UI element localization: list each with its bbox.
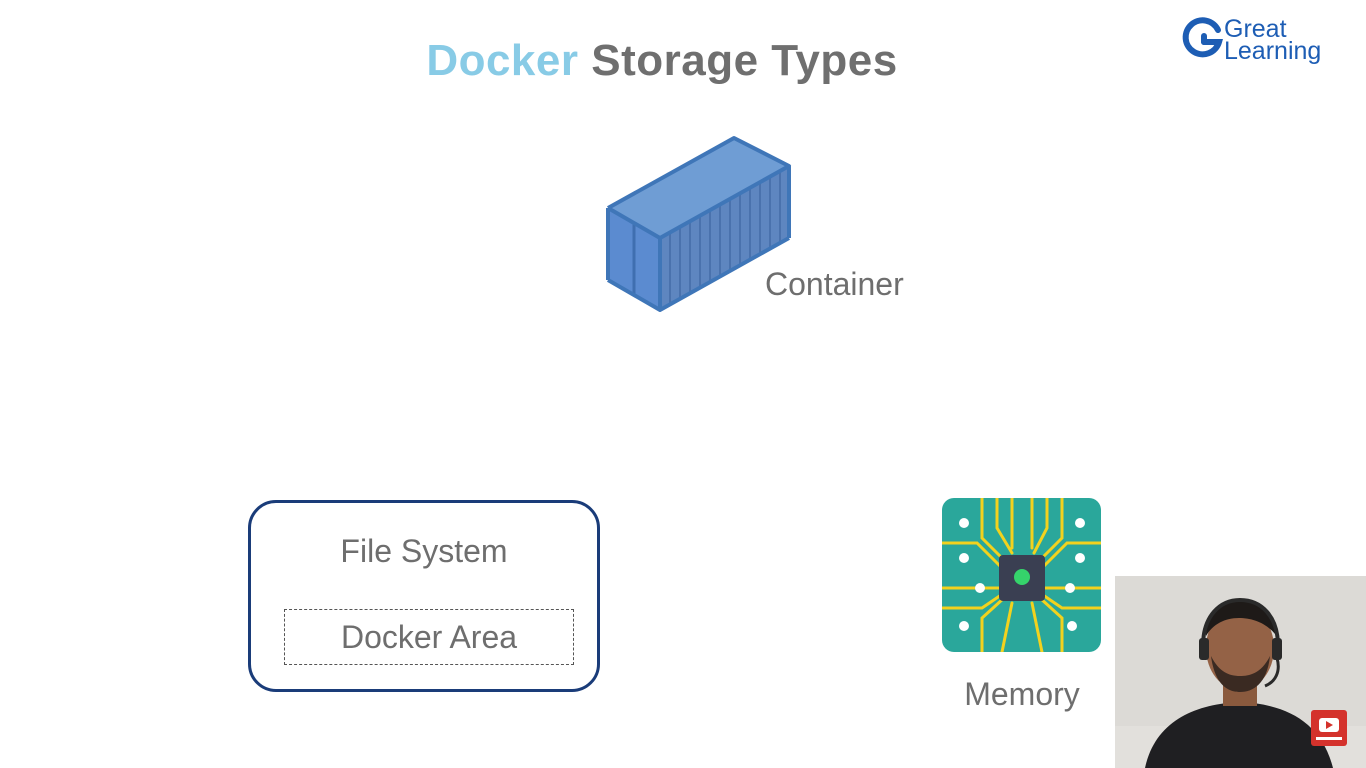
logo-text: Great Learning bbox=[1224, 15, 1322, 65]
slide-title: Docker Storage Types bbox=[0, 36, 1324, 86]
memory-chip-icon bbox=[942, 498, 1101, 652]
container-label: Container bbox=[765, 266, 904, 302]
logo-line-1: Great bbox=[1224, 15, 1287, 43]
shipping-container-icon bbox=[606, 136, 791, 312]
file-system-label: File System bbox=[340, 533, 508, 569]
presenter-webcam bbox=[1115, 576, 1366, 768]
title-accent-word: Docker bbox=[426, 36, 579, 85]
great-learning-g-icon bbox=[1182, 17, 1223, 58]
memory-label: Memory bbox=[964, 676, 1080, 712]
file-system-box: File System Docker Area bbox=[248, 500, 600, 692]
great-learning-logo: Great Learning bbox=[1180, 16, 1340, 68]
title-rest: Storage Types bbox=[591, 36, 898, 85]
logo-line-2: Learning bbox=[1224, 37, 1322, 65]
subscribe-icon[interactable] bbox=[1311, 710, 1347, 746]
docker-area-box: Docker Area bbox=[284, 609, 574, 665]
